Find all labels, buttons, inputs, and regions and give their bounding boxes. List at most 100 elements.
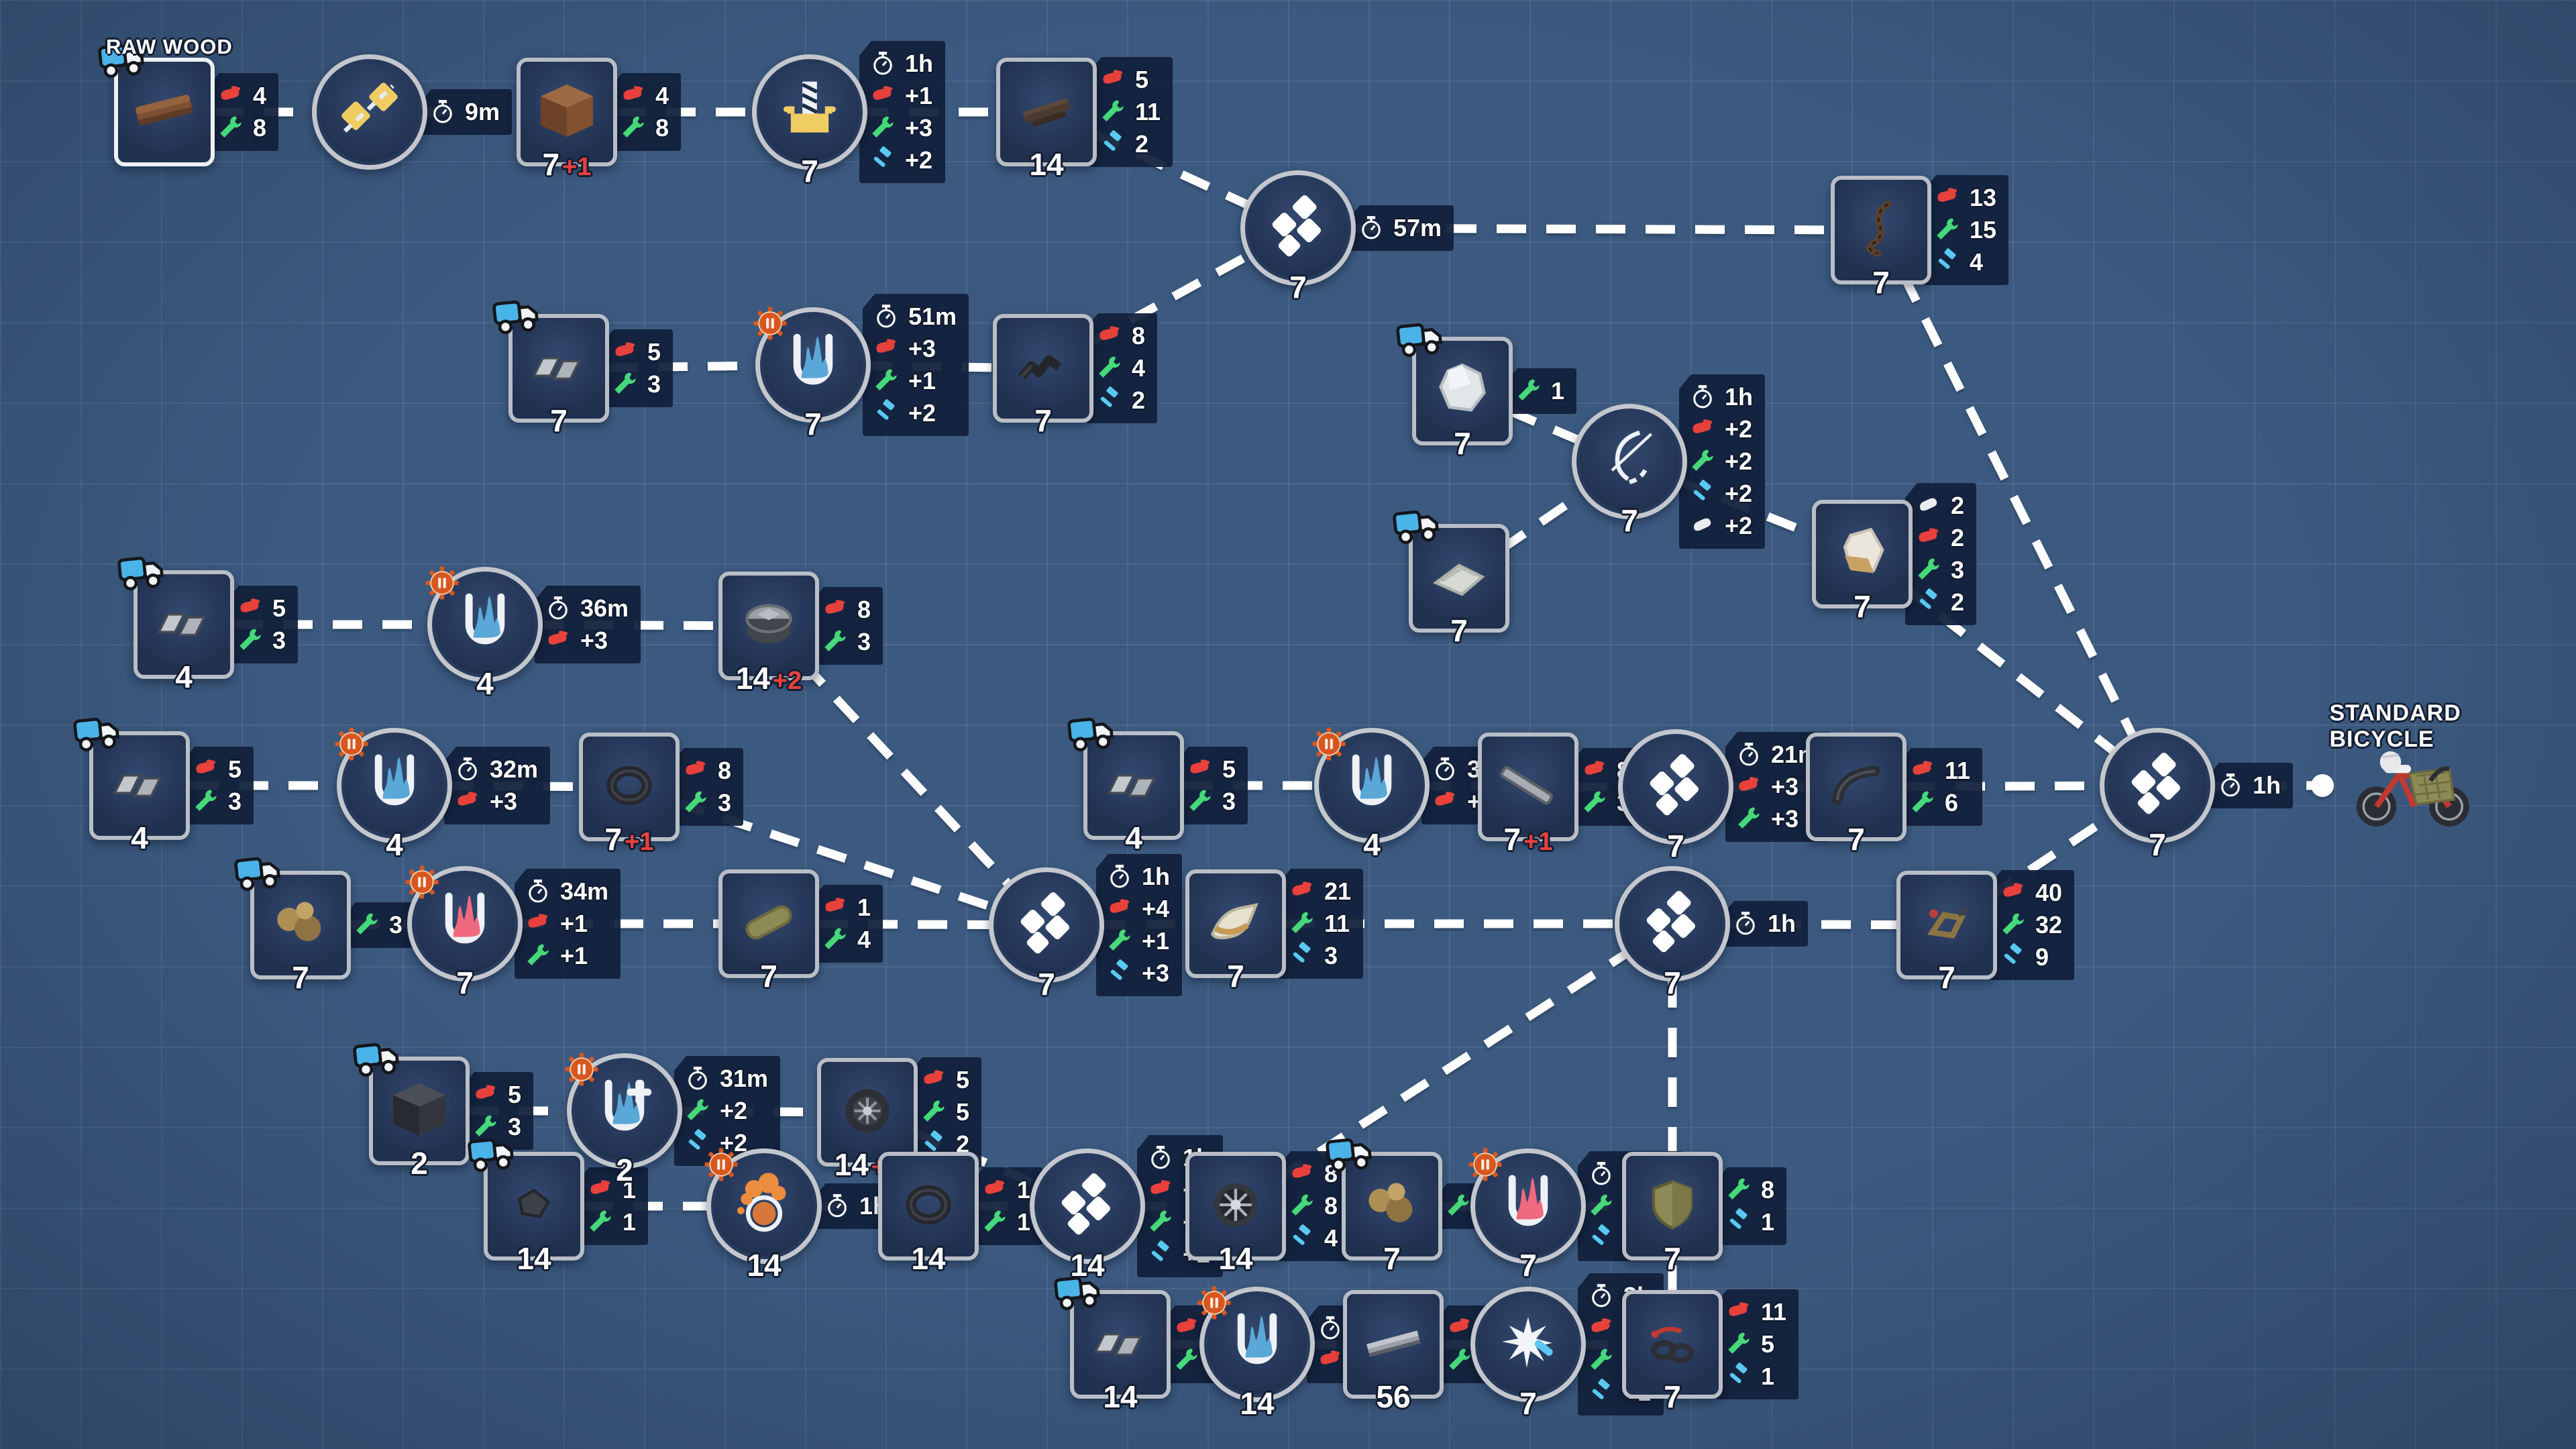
stat-value: 3 bbox=[389, 911, 403, 938]
stat-red-row: +4 bbox=[1106, 893, 1170, 925]
saw-icon bbox=[335, 76, 405, 149]
node-woodblock[interactable]: 7+1 bbox=[517, 58, 617, 182]
hblocks-icon bbox=[1263, 192, 1333, 265]
wood-plank-icon bbox=[129, 76, 199, 149]
timer-row: 31m bbox=[684, 1063, 768, 1095]
stat-green-icon bbox=[611, 370, 639, 398]
stats-panel: 9m bbox=[419, 89, 513, 135]
node-chain[interactable]: 7 bbox=[1622, 1290, 1723, 1414]
node-ingots32[interactable]: 4 bbox=[73, 717, 190, 855]
node-ingotsR[interactable]: 4 bbox=[1067, 717, 1184, 855]
stat-red-icon bbox=[217, 82, 245, 110]
node-rawwood[interactable] bbox=[98, 44, 215, 166]
node-furnaceR32[interactable]: 4 bbox=[1312, 727, 1430, 862]
stat-value: +3 bbox=[908, 335, 936, 362]
stat-value: 1 bbox=[1761, 1362, 1775, 1390]
node-count: 7 bbox=[801, 154, 818, 189]
node-crank[interactable]: 7 bbox=[993, 314, 1093, 438]
stat-green-row: 8 bbox=[1288, 1190, 1338, 1222]
node-oreP[interactable]: 7 bbox=[1326, 1138, 1442, 1276]
node-tire[interactable]: 14+2 bbox=[817, 1058, 918, 1182]
node-h2[interactable]: 7 bbox=[1615, 866, 1730, 1000]
node-h21[interactable]: 7 bbox=[1618, 729, 1733, 863]
ring-icon bbox=[594, 751, 664, 824]
node-ringtube[interactable]: 14 bbox=[878, 1152, 979, 1276]
stat-blue-icon bbox=[872, 399, 900, 427]
node-furnace32[interactable]: 4 bbox=[335, 727, 452, 862]
bar-icon bbox=[1358, 1308, 1428, 1381]
stat-green-icon bbox=[1106, 927, 1134, 955]
stat-blue-row: 2 bbox=[1095, 384, 1145, 417]
node-h3[interactable]: 14 bbox=[1030, 1148, 1145, 1283]
stat-green-icon bbox=[920, 1098, 948, 1126]
node-frame[interactable]: 7 bbox=[1896, 871, 1997, 995]
node-part[interactable]: 14 bbox=[468, 1138, 584, 1276]
stat-value: +1 bbox=[560, 942, 588, 969]
node-rod[interactable]: 7+1 bbox=[1478, 733, 1578, 857]
node-h57[interactable]: 7 bbox=[1240, 170, 1356, 305]
node-count: 7 bbox=[1667, 828, 1684, 863]
node-hub[interactable]: 14+2 bbox=[718, 572, 819, 696]
node-count: 7 bbox=[1034, 403, 1052, 438]
stat-green-row: 3 bbox=[682, 787, 731, 819]
node-rope[interactable]: 7 bbox=[1831, 176, 1931, 300]
node-furnace34[interactable]: 7 bbox=[405, 865, 523, 1000]
node-planks[interactable]: 14 bbox=[996, 58, 1097, 182]
node-ring[interactable]: 7+1 bbox=[579, 733, 680, 857]
stat-value: +2 bbox=[908, 399, 936, 427]
node-furnace2h[interactable]: 14 bbox=[1197, 1286, 1315, 1421]
node-welder[interactable]: 7 bbox=[1470, 1287, 1586, 1421]
node-furnace31[interactable]: 2 bbox=[565, 1053, 682, 1187]
node-grip[interactable]: 7 bbox=[718, 869, 819, 994]
stat-red-row: +3 bbox=[872, 333, 957, 365]
stat-value: +2 bbox=[1725, 447, 1753, 475]
stat-green-icon bbox=[472, 1113, 500, 1141]
stat-red-icon bbox=[821, 894, 849, 922]
stat-value: 8 bbox=[1761, 1176, 1775, 1203]
stat-white-icon bbox=[1688, 512, 1717, 540]
stat-blue-row: +2 bbox=[872, 397, 957, 429]
stat-green-icon bbox=[1099, 98, 1127, 126]
node-furnaceP34[interactable]: 7 bbox=[1468, 1148, 1586, 1283]
stat-blue-icon bbox=[1146, 1240, 1175, 1269]
stat-red-row: 21 bbox=[1288, 875, 1351, 908]
node-fabric[interactable]: 7 bbox=[1393, 510, 1509, 648]
stat-red-row: 11 bbox=[1725, 1296, 1786, 1328]
node-ingots2[interactable]: 7 bbox=[492, 300, 609, 438]
node-sewing[interactable]: 7 bbox=[1572, 404, 1687, 538]
stopwatch-icon bbox=[1587, 1282, 1615, 1310]
node-stone[interactable]: 7 bbox=[1396, 323, 1513, 461]
node-count: 7 bbox=[292, 960, 309, 995]
gear-badge-icon bbox=[1193, 1282, 1235, 1324]
node-ore34[interactable]: 7 bbox=[234, 857, 351, 995]
stat-value: 2 bbox=[1951, 524, 1965, 551]
node-count: 7 bbox=[1227, 959, 1244, 994]
node-hfinal[interactable]: 7 bbox=[2100, 728, 2215, 862]
node-count: 7 bbox=[1938, 960, 1955, 995]
node-count: 7 bbox=[1289, 270, 1307, 305]
node-fender[interactable]: 7 bbox=[1806, 733, 1907, 857]
node-leather[interactable]: 7 bbox=[1812, 500, 1913, 624]
node-furnace36[interactable]: 4 bbox=[425, 566, 543, 701]
stat-value: 8 bbox=[1132, 322, 1146, 350]
node-drill[interactable]: 7 bbox=[752, 54, 867, 189]
node-rubber[interactable]: 2 bbox=[353, 1042, 470, 1181]
stats-panel: 32m+3 bbox=[444, 747, 551, 824]
node-bar[interactable]: 56 bbox=[1343, 1290, 1444, 1414]
node-saddle[interactable]: 7 bbox=[1185, 869, 1286, 994]
node-vulcanizer[interactable]: 14 bbox=[704, 1148, 822, 1283]
node-furnace51[interactable]: 7 bbox=[753, 307, 871, 441]
stat-red-icon bbox=[1735, 773, 1763, 801]
stats-panel: 1h bbox=[2207, 763, 2294, 808]
truck-import-icon bbox=[488, 291, 541, 336]
stopwatch-icon bbox=[872, 303, 900, 331]
node-count: 7 bbox=[1038, 967, 1055, 1002]
node-saw[interactable] bbox=[312, 54, 427, 170]
node-wheel[interactable]: 14 bbox=[1185, 1152, 1286, 1276]
node-ingots36[interactable]: 4 bbox=[117, 556, 234, 694]
node-h1[interactable]: 7 bbox=[989, 867, 1104, 1002]
node-ingotsB[interactable]: 14 bbox=[1054, 1276, 1171, 1414]
node-shield[interactable]: 7 bbox=[1622, 1152, 1723, 1276]
stat-value: +3 bbox=[905, 114, 933, 142]
